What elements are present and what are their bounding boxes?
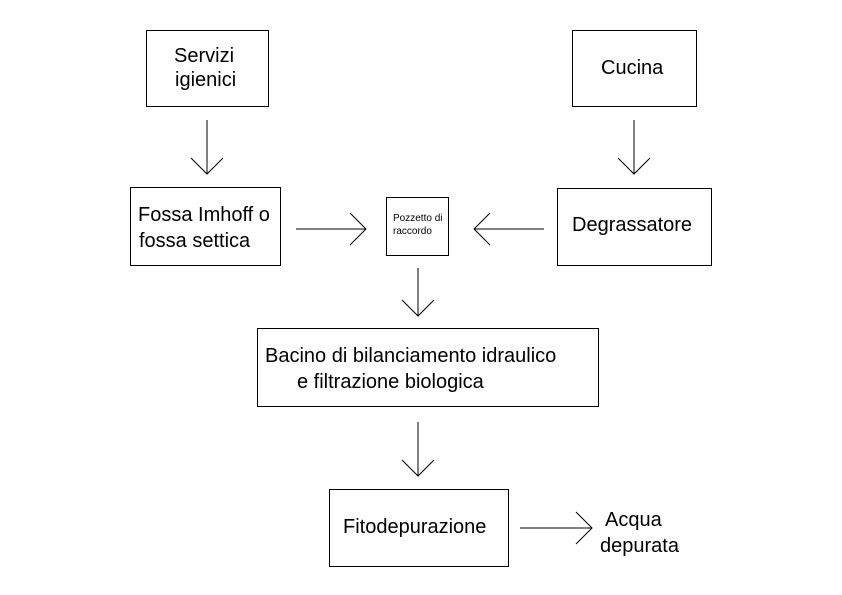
- arrow-degrassatore-to-pozzetto: [473, 212, 544, 246]
- cucina-label: Cucina: [601, 57, 664, 79]
- degrassatore-label: Degrassatore: [572, 214, 693, 236]
- servizi-igienici-label-2: igienici: [175, 69, 237, 91]
- bacino-box: [257, 328, 599, 407]
- bacino-label-2: e filtrazione biologica: [297, 371, 484, 393]
- servizi-igienici-box: [146, 30, 269, 107]
- fossa-label-2: fossa settica: [139, 230, 251, 252]
- pozzetto-label-2: raccordo: [393, 226, 432, 237]
- arrow-servizi-to-fossa: [190, 120, 224, 175]
- bacino-label-1: Bacino di bilanciamento idraulico: [265, 345, 557, 367]
- cucina-box: [572, 30, 697, 107]
- fitodepurazione-label: Fitodepurazione: [343, 516, 487, 538]
- arrow-fossa-to-pozzetto: [296, 212, 367, 246]
- fossa-label-1: Fossa Imhoff o: [138, 204, 270, 226]
- arrow-fitodepurazione-to-acqua: [520, 511, 593, 545]
- arrow-cucina-to-degrassatore: [617, 120, 651, 175]
- pozzetto-box: [386, 197, 449, 256]
- arrow-bacino-to-fitodepurazione: [401, 422, 435, 477]
- servizi-igienici-label-1: Servizi: [174, 45, 235, 67]
- degrassatore-box: [557, 188, 712, 266]
- pozzetto-label-1: Pozzetto di: [393, 213, 443, 224]
- fossa-box: [130, 187, 281, 266]
- acqua-depurata-label-1: Acqua: [605, 509, 662, 531]
- acqua-depurata-label-2: depurata: [600, 535, 679, 557]
- arrow-pozzetto-to-bacino: [401, 268, 435, 317]
- fitodepurazione-box: [329, 489, 509, 567]
